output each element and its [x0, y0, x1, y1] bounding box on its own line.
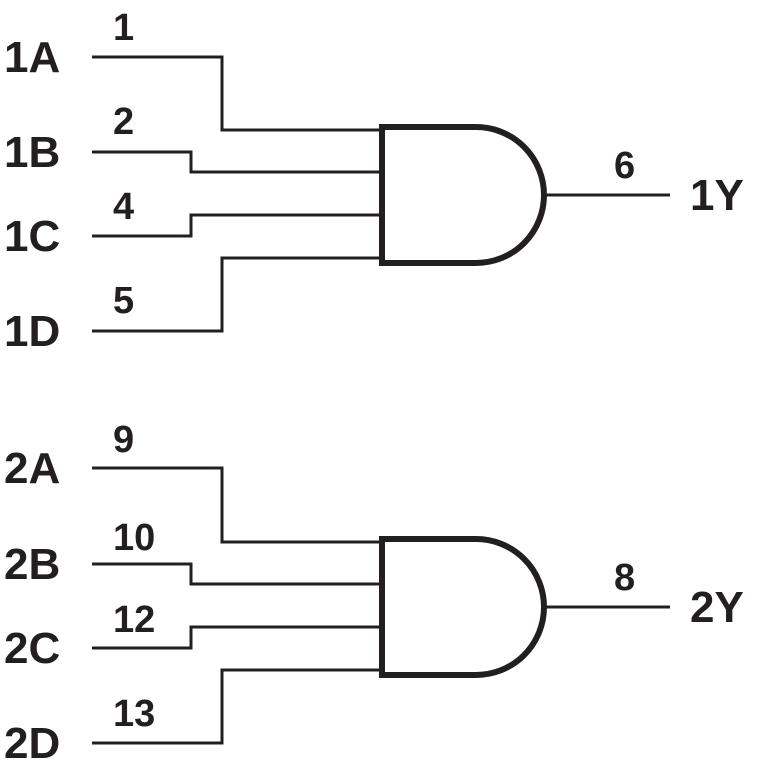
signal-label-1a: 1A	[4, 33, 60, 82]
gate-1: 1A 1B 1C 1D 1Y 1 2 4 5 6	[4, 7, 744, 356]
signal-label-1c: 1C	[4, 212, 60, 261]
and-gate-2-symbol	[379, 536, 547, 678]
gate-2: 2A 2B 2C 2D 2Y 9 10 12 13 8	[4, 419, 744, 765]
and-gate-1-symbol	[379, 124, 547, 266]
pin-label-6: 6	[614, 145, 635, 187]
signal-label-2c: 2C	[4, 624, 60, 673]
signal-label-1y: 1Y	[690, 171, 744, 220]
pin-label-8: 8	[614, 557, 635, 599]
signal-label-1b: 1B	[4, 128, 60, 177]
pin-label-2: 2	[113, 101, 134, 143]
wire-2c	[92, 625, 382, 650]
pin-label-12: 12	[113, 599, 155, 641]
wire-1b	[92, 150, 382, 174]
signal-label-2a: 2A	[4, 444, 60, 493]
pin-label-13: 13	[113, 693, 155, 735]
wire-1d	[92, 256, 382, 333]
pin-label-4: 4	[113, 186, 134, 228]
wire-2a	[92, 466, 382, 544]
signal-label-2d: 2D	[4, 719, 60, 765]
signal-label-2b: 2B	[4, 540, 60, 589]
pin-label-1: 1	[113, 7, 134, 49]
wire-2b	[92, 562, 382, 586]
signal-label-2y: 2Y	[690, 583, 744, 632]
wire-1c	[92, 213, 382, 238]
wire-2d	[92, 668, 382, 745]
pin-label-9: 9	[113, 419, 134, 461]
signal-label-1d: 1D	[4, 307, 60, 356]
wire-1a	[92, 55, 382, 132]
pin-label-10: 10	[113, 517, 155, 559]
pin-label-5: 5	[113, 280, 134, 322]
